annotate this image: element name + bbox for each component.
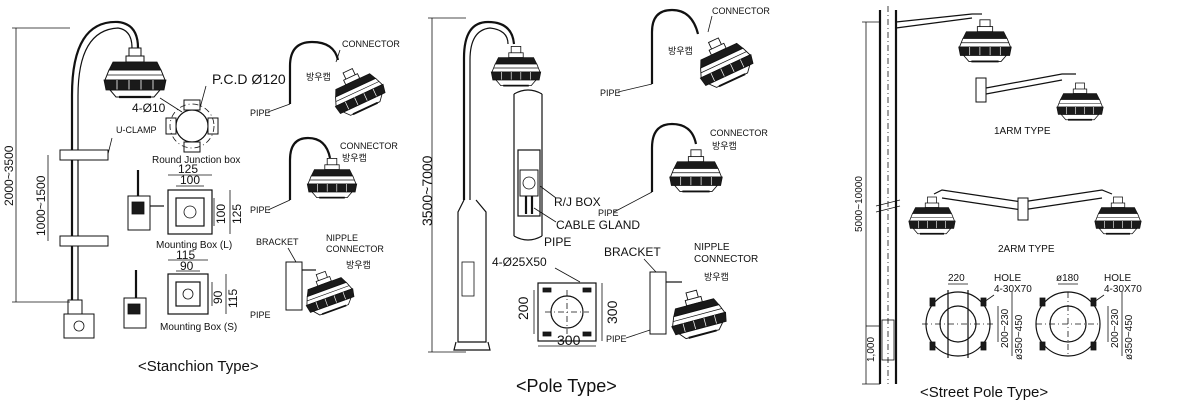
street-base-label: 1,000 (866, 337, 877, 362)
mounting-box-l (127, 170, 231, 235)
two-arm-diagram (907, 189, 1143, 235)
s-d1-connector: CONNECTOR (342, 39, 400, 49)
p-d1-pipe: PIPE (600, 88, 621, 98)
arm2-label: 2ARM TYPE (998, 244, 1055, 255)
street-height-label: 5000~10000 (854, 176, 865, 232)
pole-cutaway (513, 89, 543, 241)
street-caption: <Street Pole Type> (920, 384, 1048, 401)
f1-hole-spec: 4-30X70 (994, 284, 1032, 295)
box-s-label: Mounting Box (S) (160, 322, 237, 333)
stanchion-detail-bracket (285, 261, 359, 320)
stanchion-base-box (63, 313, 95, 339)
box-s-w-outer: 115 (176, 248, 195, 262)
box-s-h-outer: 115 (226, 289, 240, 308)
cable-gland-label: CABLE GLAND (556, 218, 640, 232)
base-h-label: 200 (515, 296, 531, 320)
pole-main (462, 20, 516, 200)
box-l-label: Mounting Box (L) (156, 240, 232, 251)
box-l-h-inner: 100 (214, 204, 228, 224)
p-d3-connector: CONNECTOR (694, 254, 758, 265)
arm1-label: 1ARM TYPE (994, 126, 1051, 137)
f2-hole-label: HOLE (1104, 273, 1132, 284)
street-section: 5000~10000 1,000 1ARM TYPE 2ARM TYPE (854, 6, 1142, 401)
stanchion-detail-connector (288, 40, 391, 121)
box-s-w-inner: 90 (180, 259, 194, 273)
f1-hole-label: HOLE (994, 273, 1022, 284)
s-d3-pipe: PIPE (250, 310, 271, 320)
anchor-label: 4-Ø25X50 (492, 255, 547, 269)
u-clamp-upper (59, 149, 109, 161)
p-d3-nipple: NIPPLE (694, 242, 730, 253)
s-d3-connector: CONNECTOR (326, 244, 384, 254)
pole-detail-connector (650, 8, 759, 93)
base-w-label: 300 (557, 332, 581, 348)
rj-box-label: R/J BOX (554, 195, 601, 209)
pole-main-lamp (490, 45, 542, 87)
box-s-h-inner: 90 (211, 290, 225, 304)
f1-range-out: ø350~450 (1014, 314, 1025, 360)
p-d2-pipe: PIPE (598, 208, 619, 218)
pole-detail-connector-2 (650, 122, 724, 193)
p-d3-cap: 방우캡 (704, 271, 729, 282)
pole-pipe-mid-label: PIPE (544, 235, 571, 249)
mounting-box-s (123, 259, 227, 329)
f2-range-out: ø350~450 (1124, 314, 1135, 360)
p-d1-connector: CONNECTOR (712, 6, 770, 16)
box-l-w-outer: 125 (178, 162, 198, 176)
one-arm-diagram (975, 73, 1105, 121)
dim-clamp-label: 1000~1500 (34, 175, 48, 236)
dim-total-label: 2000~3500 (2, 145, 16, 206)
u-clamp-label: U-CLAMP (116, 125, 157, 135)
s-d1-pipe: PIPE (250, 108, 271, 118)
round-junction-box (159, 85, 219, 153)
stanchion-pole (70, 20, 140, 300)
box-l-h-outer: 125 (230, 204, 244, 224)
p-d1-cap: 방우캡 (668, 45, 693, 56)
box-l-w-inner: 100 (180, 173, 200, 187)
pole-detail-bracket (649, 271, 731, 343)
p-d2-cap: 방우캡 (712, 140, 737, 151)
pole-height-label: 3500~7000 (419, 155, 435, 226)
s-d1-cap: 방우캡 (306, 71, 331, 82)
f1-range-in: 200~230 (1000, 308, 1011, 348)
s-d2-cap: 방우캡 (342, 152, 367, 163)
s-d3-bracket: BRACKET (256, 237, 299, 247)
base-side-label: 300 (604, 300, 620, 324)
s-d3-cap: 방우캡 (346, 259, 371, 270)
round-box-label: Round Junction box (152, 155, 240, 166)
pcd-label: P.C.D Ø120 (212, 71, 286, 87)
street-main-lamp (957, 18, 1013, 63)
stanchion-section: U-CLAMP 2000~3500 1000~1500 P.C.D Ø120 4… (2, 20, 400, 375)
stanchion-detail-connector-2 (288, 136, 358, 200)
f1-size-label: 220 (948, 273, 965, 284)
stanchion-caption: <Stanchion Type> (138, 358, 259, 375)
pole-base-plate (533, 282, 603, 347)
p-d3-pipe: PIPE (606, 334, 627, 344)
s-d2-pipe: PIPE (250, 205, 271, 215)
p-d3-bracket: BRACKET (604, 245, 661, 259)
flange-2 (1035, 283, 1123, 357)
f2-size-label: ø180 (1056, 273, 1079, 284)
holes-label: 4-Ø10 (132, 101, 166, 115)
flange-1 (922, 283, 1013, 358)
s-d3-nipple: NIPPLE (326, 233, 358, 243)
pole-section: 3500~7000 R/J BOX CABLE GLAND PIPE (419, 6, 770, 396)
stanchion-main-lamp (102, 46, 168, 99)
s-d2-connector: CONNECTOR (340, 141, 398, 151)
p-d2-connector: CONNECTOR (710, 128, 768, 138)
u-clamp-lower (59, 235, 109, 247)
street-arm (895, 13, 973, 23)
f2-hole-spec: 4-30X70 (1104, 284, 1142, 295)
f2-range-in: 200~230 (1110, 308, 1121, 348)
pole-caption: <Pole Type> (516, 376, 617, 396)
